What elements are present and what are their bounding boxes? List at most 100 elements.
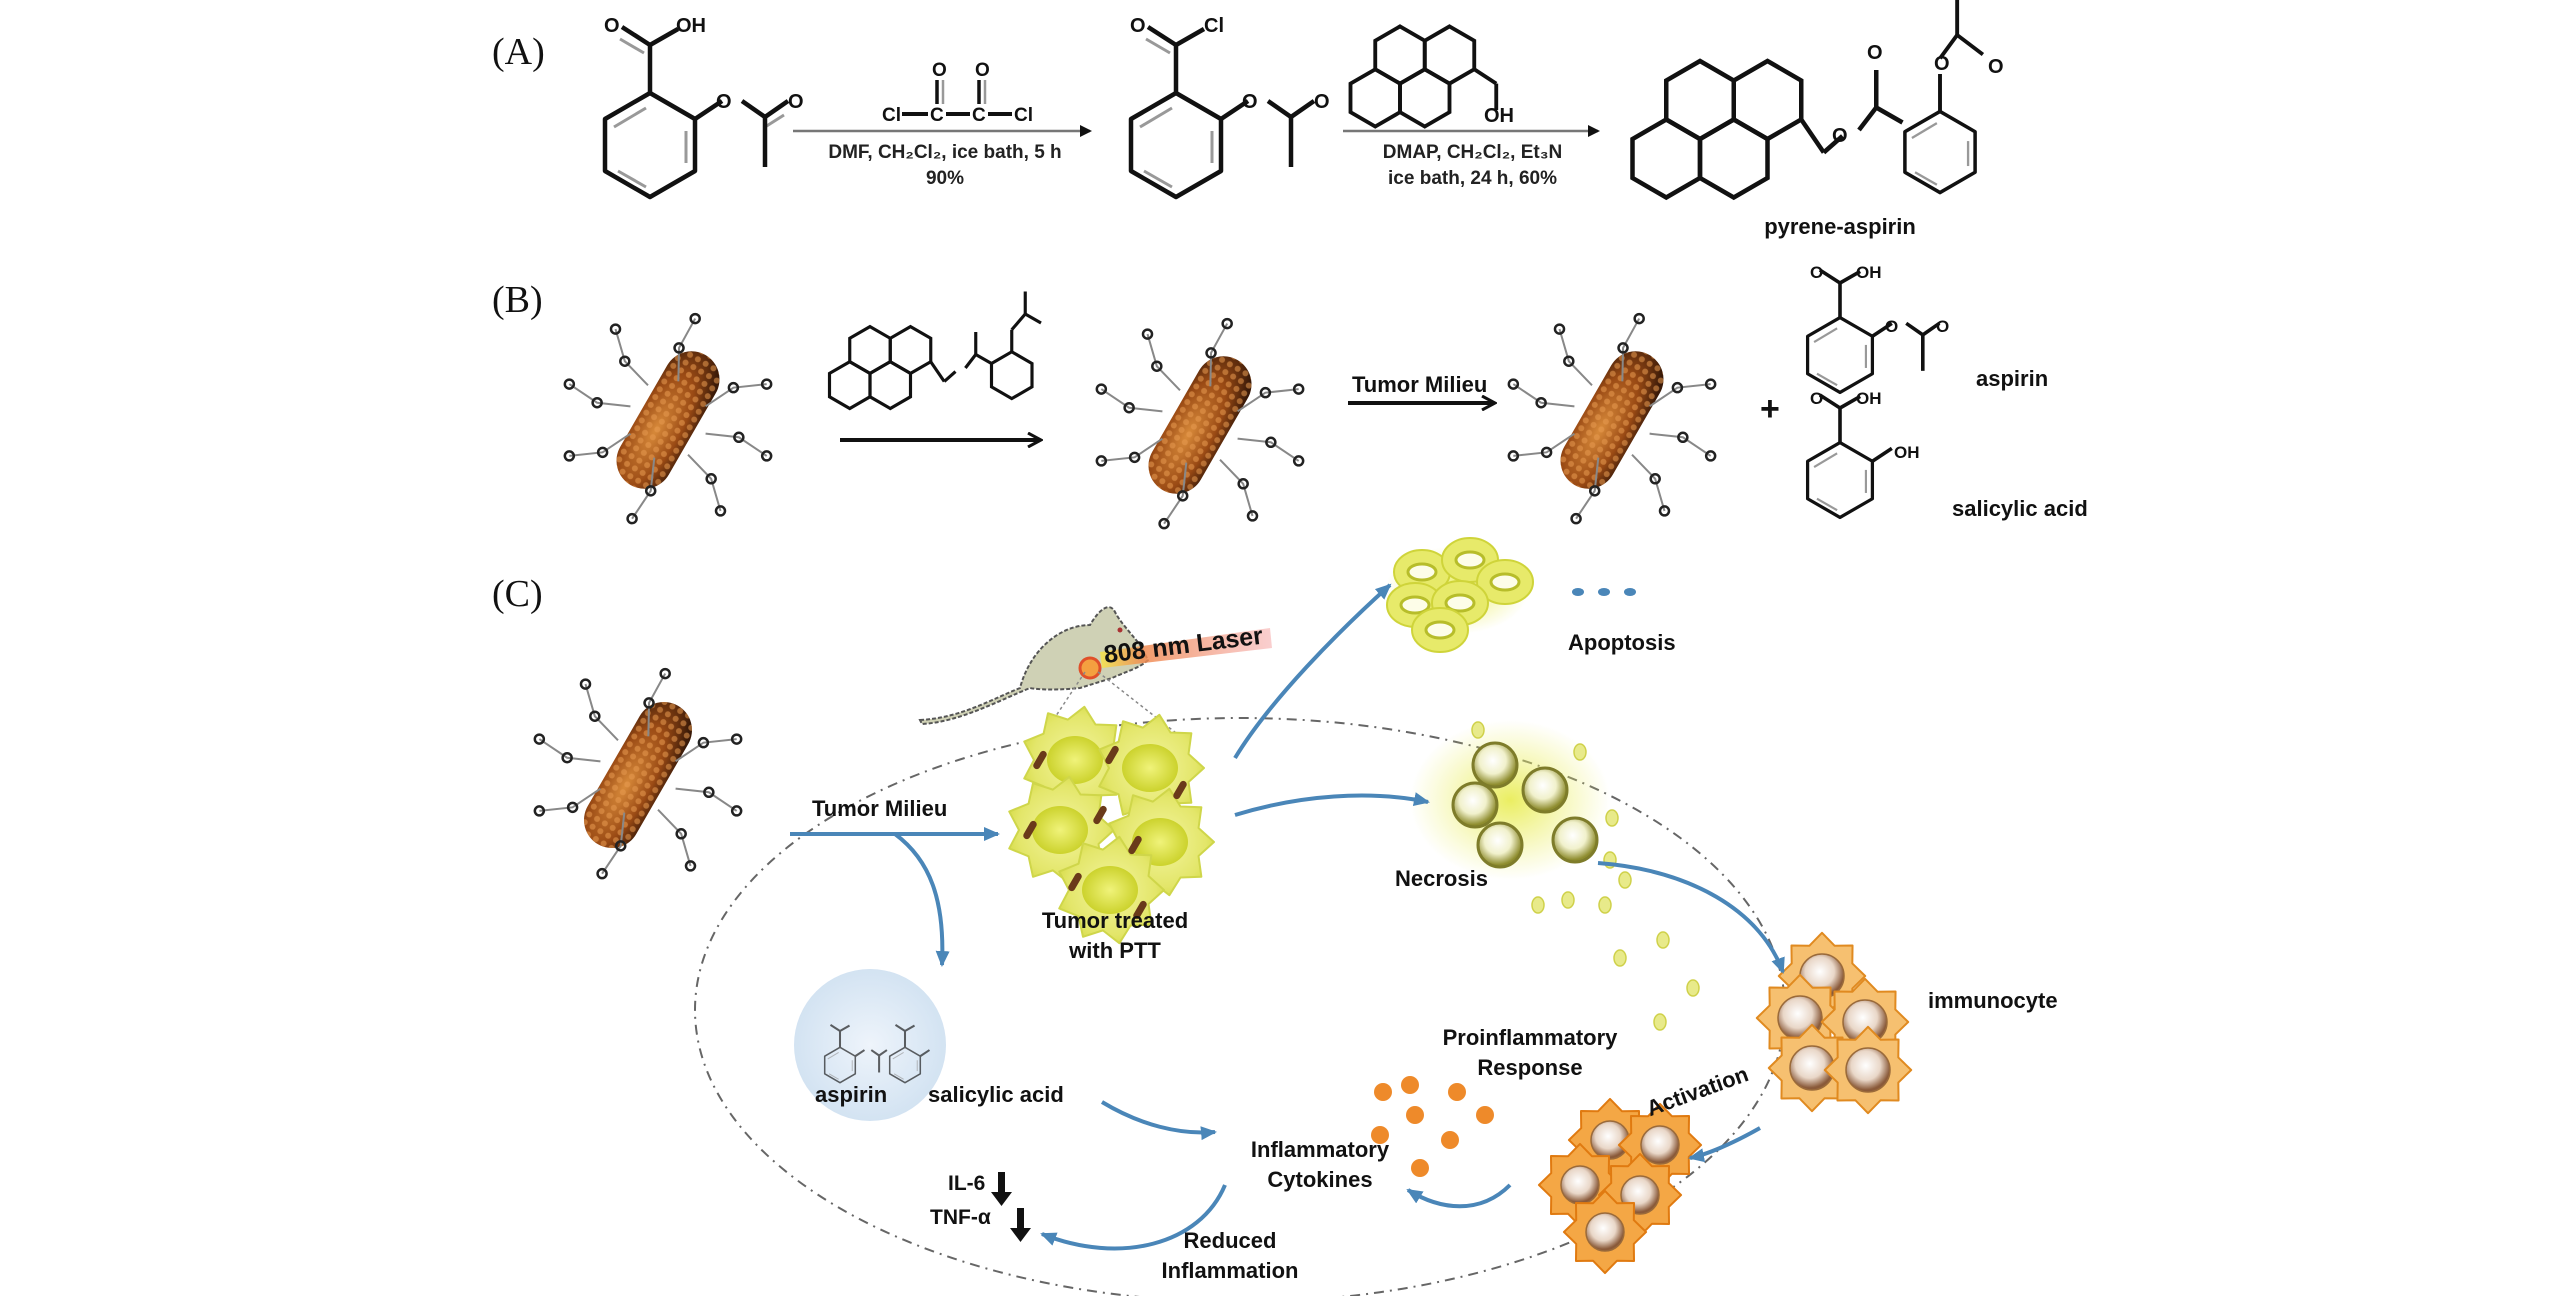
damp-particle: [1471, 721, 1485, 739]
damp-particle: [1573, 743, 1587, 761]
panel-a-scheme: O OH O O Cl C C Cl O O: [604, 0, 2004, 201]
cytokine-dot: [1476, 1106, 1494, 1124]
salicylic-acid-label-c: salicylic acid: [928, 1082, 1064, 1107]
salicylic-acid-label-b: salicylic acid: [1952, 496, 2088, 521]
tumor-treated-line1: Tumor treated: [1041, 908, 1189, 933]
apoptosis-label: Apoptosis: [1568, 630, 1676, 655]
cell-group: [1008, 537, 1913, 1275]
arrow-reduced-inflammation: [1040, 1184, 1227, 1251]
tumor-nucleus: [1122, 744, 1178, 792]
atom-o: O: [1242, 91, 1258, 113]
oxalyl-chloride-structure: Cl C C Cl O O: [882, 60, 1033, 126]
damp-particle: [1561, 891, 1575, 909]
apoptotic-nucleus: [1454, 550, 1486, 570]
apoptotic-nucleus: [1444, 593, 1476, 613]
tumor-treated-label: Tumor treated with PTT: [1030, 906, 1200, 966]
ellipsis-dots: [1572, 588, 1636, 596]
necrotic-nucleus: [1551, 816, 1599, 864]
atom-oh: OH: [1856, 263, 1882, 282]
necrotic-nucleus: [1471, 741, 1519, 789]
atom-oh: OH: [1894, 443, 1920, 462]
atom-oh: OH: [1856, 389, 1882, 408]
atom-oh: OH: [676, 15, 706, 37]
cytokine-dot: [1371, 1126, 1389, 1144]
panel-label-b: (B): [492, 279, 543, 321]
svg-text:O: O: [932, 60, 947, 81]
pyrenemethanol-structure: [1348, 24, 1499, 129]
immunocyte-nucleus: [1845, 1047, 1891, 1093]
nanorod-pyrene-aspirin-c: [584, 701, 692, 849]
necrotic-nucleus: [1451, 781, 1499, 829]
step1-conditions: DMF, CH₂Cl₂, ice bath, 5 h: [828, 142, 1062, 163]
arrow-to-necrosis: [1234, 792, 1430, 817]
cytokines-line1: Inflammatory: [1250, 1137, 1390, 1162]
atom-o: O: [1988, 56, 2004, 78]
acetylsalicyloyl-chloride-structure: [1131, 25, 1316, 197]
atom-o: O: [604, 15, 620, 37]
necrosis-label: Necrosis: [1395, 866, 1488, 891]
atom-o: O: [716, 91, 732, 113]
cytokine-dot: [1411, 1159, 1429, 1177]
arrow-to-apoptosis: [1233, 583, 1392, 760]
atom-o: O: [1130, 15, 1146, 37]
arrow-to-immunocyte: [1597, 861, 1785, 974]
nanorod-marker: [1133, 900, 1147, 920]
surface-ligands: [1095, 317, 1305, 530]
panel-label-c: (C): [492, 573, 543, 615]
svg-text:Cl: Cl: [1014, 105, 1033, 126]
svg-text:O: O: [975, 60, 990, 81]
aspirin-release-bubble: [794, 969, 946, 1121]
surface-ligands: [1507, 312, 1717, 525]
nanorod-marker: [1033, 750, 1047, 770]
apoptotic-nucleus: [1489, 572, 1521, 592]
atom-o: O: [788, 91, 804, 113]
tumor-treated-line2: with PTT: [1069, 938, 1161, 963]
damp-particle: [1656, 931, 1670, 949]
atom-o: O: [1867, 42, 1883, 64]
reduced-inflammation-label: Reduced Inflammation: [1140, 1226, 1320, 1286]
aspirin-mini-structure: [823, 1024, 888, 1084]
tnfa-label: TNF-α: [930, 1206, 991, 1229]
plus-sign: +: [1760, 390, 1780, 428]
nanorod-marker: [1105, 745, 1119, 765]
cytokine-dot: [1441, 1131, 1459, 1149]
damp-particle: [1653, 1013, 1667, 1031]
tumor-nucleus: [1082, 866, 1138, 914]
svg-text:Cl: Cl: [882, 105, 901, 126]
nanorod-marker: [1023, 820, 1037, 840]
damp-particle: [1686, 979, 1700, 997]
cytokine-dot: [1406, 1106, 1424, 1124]
cytokine-dot: [1401, 1076, 1419, 1094]
atom-o: O: [1314, 91, 1330, 113]
step1-yield: 90%: [925, 168, 965, 189]
nanorod-group: [533, 312, 1717, 880]
atom-cl: Cl: [1204, 15, 1224, 37]
necrotic-nucleus: [1476, 821, 1524, 869]
arrow-to-cytokines: [1406, 1183, 1512, 1209]
tumor-nucleus: [1047, 736, 1103, 784]
cytokine-dot: [1448, 1083, 1466, 1101]
cytokines-line2: Cytokines: [1267, 1167, 1373, 1192]
svg-text:C: C: [930, 105, 944, 126]
atom-o: O: [1810, 263, 1823, 282]
immunocyte-label: immunocyte: [1928, 988, 2058, 1013]
damp-particle: [1598, 896, 1612, 914]
apoptotic-nucleus: [1399, 595, 1431, 615]
arrow-drug-to-cytokines: [1100, 1100, 1217, 1141]
surface-ligands: [563, 312, 773, 525]
tumor-nucleus: [1032, 806, 1088, 854]
arrow-release-drug: [893, 832, 950, 967]
activated-nucleus: [1640, 1125, 1680, 1165]
apoptotic-nucleus: [1406, 562, 1438, 582]
salicylic-mini-structure: [888, 1024, 931, 1084]
nanorod-marker: [1128, 835, 1142, 855]
activated-nucleus: [1585, 1212, 1625, 1252]
panel-label-a: (A): [492, 31, 545, 73]
atom-o: O: [1810, 389, 1823, 408]
nanorod-released: [1560, 351, 1664, 489]
damp-particle: [1531, 896, 1545, 914]
step2-conditions-2: ice bath, 24 h, 60%: [1388, 168, 1557, 189]
down-arrow-icon: [991, 1172, 1031, 1242]
svg-text:C: C: [972, 105, 986, 126]
damp-particle: [1618, 871, 1632, 889]
